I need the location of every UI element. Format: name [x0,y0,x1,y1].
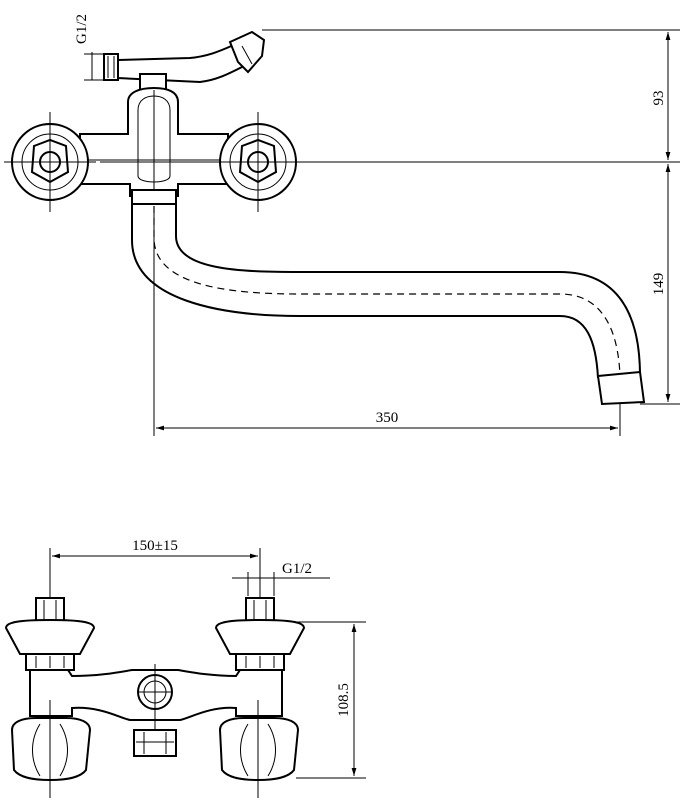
spout-collar [131,189,177,205]
lever-arm [117,42,246,84]
dim-label-upper: 93 [651,91,667,106]
thread-label-front: G1/2 [282,561,312,577]
left-handle-body [10,717,92,782]
thread-dimension-front: G1/2 [232,561,330,596]
dim-label-body-height: 108.5 [336,683,352,717]
right-handle-body [218,717,300,782]
lever-tip [228,30,266,74]
inlet-nut-top [103,53,119,81]
spout-outer-upper [175,204,641,377]
body-height-dimension: 108.5 [292,621,366,779]
front-view: 150±15 G1/2 [4,538,366,798]
dim-label-spout: 350 [376,410,399,426]
right-inlet-nut [245,597,275,623]
center-distance-dimension: 150±15 [49,538,261,598]
left-inlet-nut [35,597,65,623]
mixer-body-top [79,86,230,205]
left-inlet-front [4,597,96,671]
thread-label-top: G1/2 [74,14,90,44]
spout-outer-lower [131,204,599,379]
vertical-dimensions: 93 149 [100,29,680,405]
right-flange [214,618,306,655]
dim-label-lower: 149 [651,273,667,296]
spout-outlet-front [133,729,177,757]
dim-label-center-distance: 150±15 [132,538,178,554]
right-handle-front [218,700,300,798]
spout-length-dimension: 350 [153,206,621,436]
left-handle-top [4,112,96,212]
diverter-lever [103,30,266,91]
spout [131,204,646,406]
thread-dimension-top: G1/2 [74,14,112,81]
spout-aerator [596,370,646,406]
mixer-body-front [29,664,283,757]
left-flange [4,618,96,655]
right-inlet-front [214,597,306,671]
top-view: G1/2 [4,14,680,436]
spout-centerline [153,206,621,377]
left-handle-front [10,700,92,798]
